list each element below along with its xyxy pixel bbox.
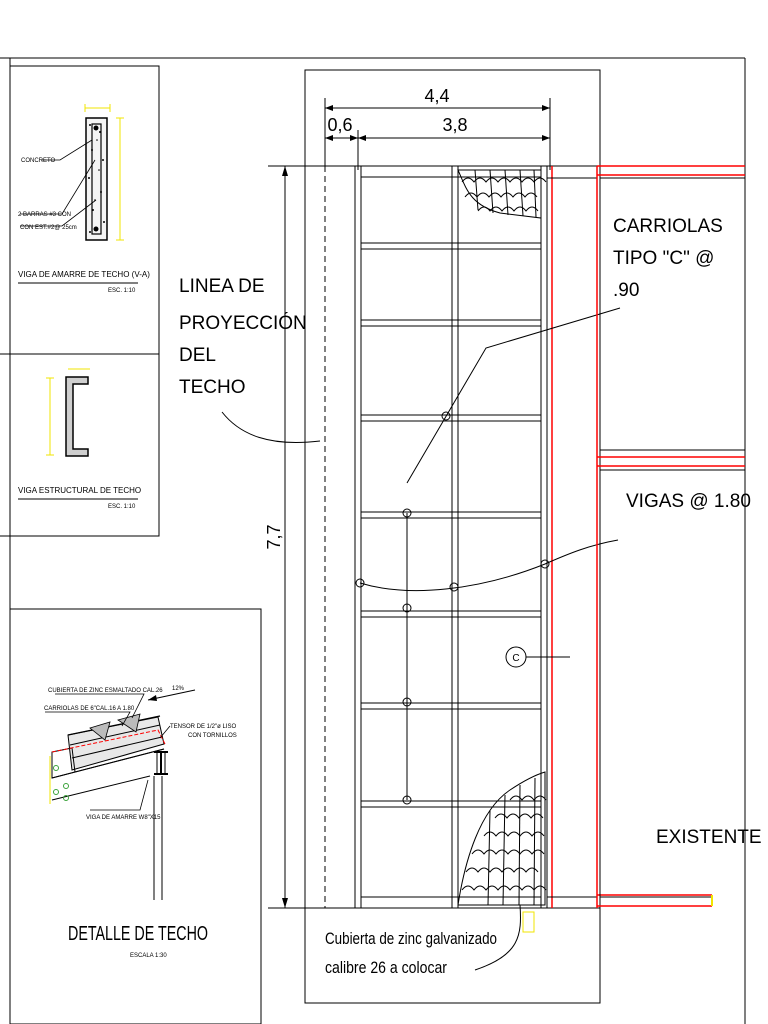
note-carriolas: CARRIOLAS DE 6"CAL.16 A 1.80 (44, 706, 135, 712)
yellow-tag (522, 911, 535, 933)
label-cubierta-line-1: Cubierta de zinc galvanizado (325, 929, 497, 948)
label-existente: EXISTENTE (656, 827, 762, 848)
label-cubierta: Cubierta de zinc galvanizado calibre 26 … (325, 929, 497, 977)
label-carriolas: CARRIOLAS TIPO "C" @ .90 (613, 216, 723, 301)
detail-techo-scale: ESCALA 1:30 (130, 953, 167, 959)
roof-structure (324, 165, 597, 909)
zinc-hatch-bottom (457, 771, 547, 906)
detail-techo-title: DETALLE DE TECHO (68, 923, 208, 945)
label-vigas: VIGAS @ 1.80 (626, 491, 751, 512)
label-projection: LINEA DE PROYECCIÓN DEL TECHO (179, 276, 307, 398)
detail-title-viga-amarre: VIGA DE AMARRE DE TECHO (V-A) (18, 270, 150, 279)
detail-scale-viga-amarre: ESC. 1:10 (108, 288, 136, 294)
existing-structure-black (599, 177, 745, 898)
label-projection-line-2: PROYECCIÓN (179, 312, 307, 334)
dim-inner: 3,8 (442, 115, 467, 135)
note-bars-2: CON EST.#2@ 25cm (20, 225, 77, 231)
plan-dimension-height (268, 165, 600, 909)
detail-slope: 12% (172, 686, 185, 692)
note-cubierta-zinc: CUBIERTA DE ZINC ESMALTADO CAL.26 (48, 688, 163, 694)
existing-structure (596, 165, 745, 908)
marker-c-label: C (512, 653, 519, 664)
note-tensor-1: TENSOR DE 1/2"ø LISO (170, 724, 236, 730)
detail-viga-estructural: VIGA ESTRUCTURAL DE TECHO ESC. 1:10 (0, 353, 160, 537)
detail-title-viga-estructural: VIGA ESTRUCTURAL DE TECHO (18, 486, 141, 495)
label-carriolas-line-3: .90 (613, 280, 639, 301)
label-carriolas-line-2: TIPO "C" @ (613, 248, 714, 269)
plan-dimensions-top (324, 98, 551, 170)
note-tensor-2: CON TORNILLOS (188, 733, 237, 739)
zinc-hatch-top (457, 169, 547, 219)
marker-c: C (505, 646, 527, 668)
label-carriolas-line-1: CARRIOLAS (613, 216, 723, 237)
dim-total: 4,4 (424, 86, 449, 106)
label-projection-line-1: LINEA DE (179, 276, 265, 297)
plan-leaders (221, 307, 621, 971)
note-bars-1: 2 BARRAS #3 CON (18, 212, 71, 218)
tie-rods (355, 411, 550, 805)
label-projection-line-4: TECHO (179, 377, 246, 398)
detail-viga-amarre: CONCRETO 2 BARRAS #3 CON CON EST.#2@ 25c… (9, 65, 160, 355)
detail-techo: 12% CUBIERTA DE ZINC ESMALTADO CAL.26 CA… (9, 608, 262, 1024)
note-concreto: CONCRETO (21, 158, 56, 164)
label-projection-line-3: DEL (179, 345, 216, 366)
label-cubierta-line-2: calibre 26 a colocar (325, 958, 447, 977)
detail-scale-viga-estructural: ESC. 1:10 (108, 504, 136, 510)
dim-height: 7,7 (264, 524, 284, 549)
dim-overhang: 0,6 (327, 115, 352, 135)
sheet-frame (0, 57, 746, 1024)
note-viga-amarre: VIGA DE AMARRE W8"X15 (86, 815, 161, 821)
